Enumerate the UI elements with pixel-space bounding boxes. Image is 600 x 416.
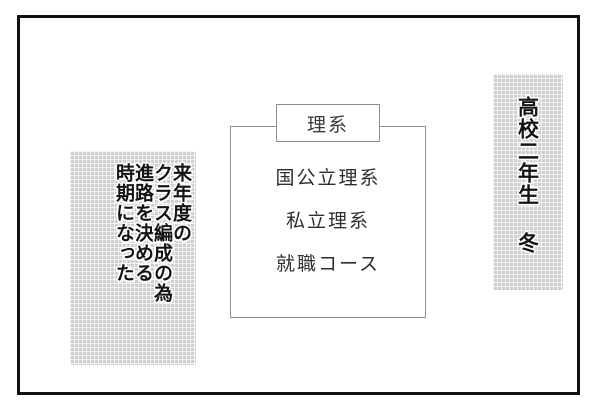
narration-column-2: クラス編成の為 xyxy=(151,163,173,303)
narration-column-3: 進路を決める xyxy=(132,163,154,283)
caption-tone-block: 高校二年生 冬 xyxy=(493,74,563,290)
course-chart-item: 就職コース xyxy=(275,253,381,275)
course-chart-item: 国公立理系 xyxy=(275,167,381,189)
course-chart-item-list: 国公立理系 私立理系 就職コース xyxy=(230,153,426,303)
caption-text-group: 高校二年生 冬 xyxy=(493,74,563,290)
course-chart-header-label: 理系 xyxy=(306,113,349,136)
caption-season-label: 冬 xyxy=(515,232,541,254)
narration-column-4: 時期になった xyxy=(113,163,135,283)
narration-tone-block: 来年度の クラス編成の為 進路を決める 時期になった xyxy=(70,151,196,365)
course-chart-header-box: 理系 xyxy=(276,104,380,142)
narration-column-1: 来年度の xyxy=(170,163,192,243)
caption-grade-label: 高校二年生 xyxy=(515,96,541,206)
manga-panel-frame: 来年度の クラス編成の為 進路を決める 時期になった 高校二年生 冬 理系 国公… xyxy=(17,15,580,395)
course-chart-item: 私立理系 xyxy=(285,210,370,232)
narration-text-columns: 来年度の クラス編成の為 進路を決める 時期になった xyxy=(70,151,196,365)
